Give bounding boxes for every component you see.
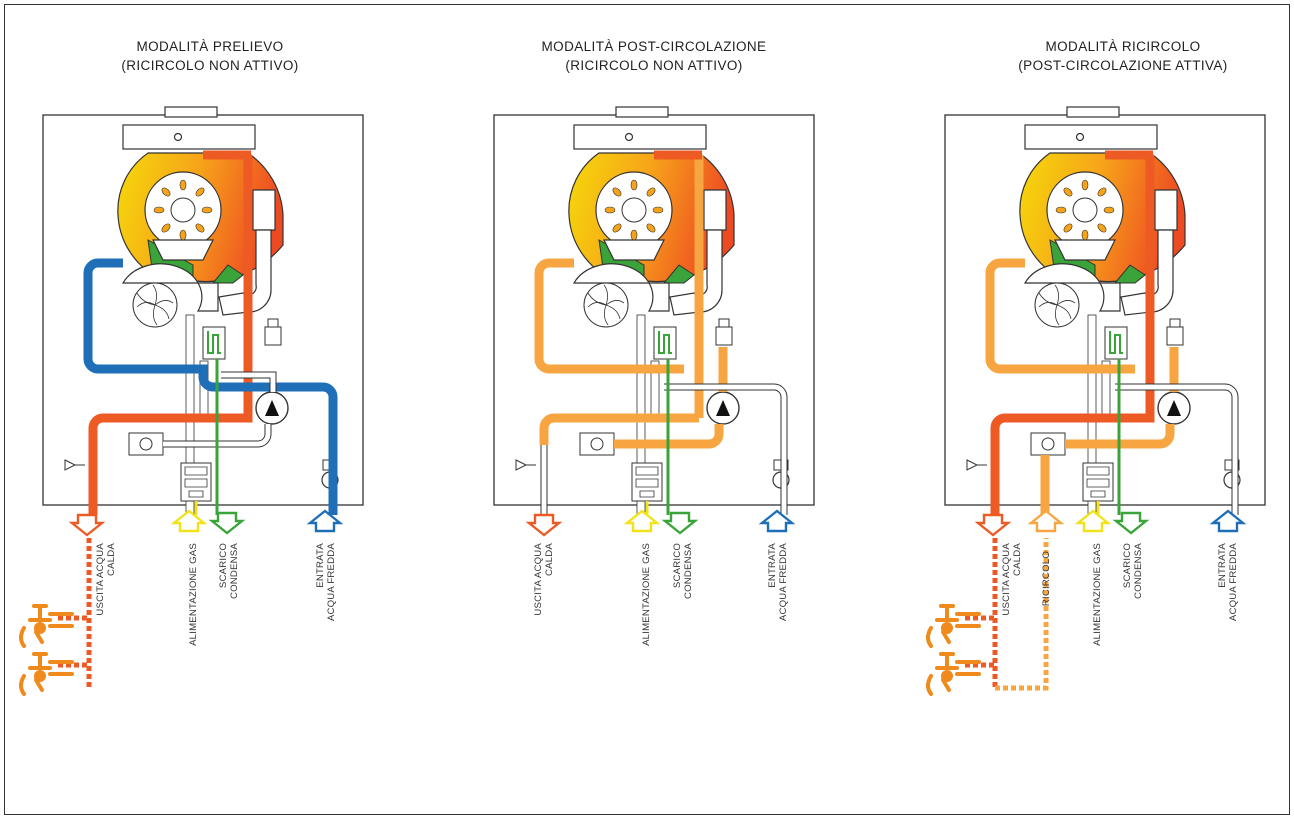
panel-1-cold-inlet-label-1: ENTRATA (315, 543, 326, 588)
panel-3-condensate-label-2: CONDENSA (1133, 543, 1144, 599)
boiler-diagram-1 (43, 107, 363, 515)
panel-3-gas-label: ALIMENTAZIONE GAS (1092, 543, 1103, 646)
panel-1-condensate-label-1: SCARICO (218, 543, 229, 588)
boiler-diagram-2 (494, 107, 814, 515)
panel-2-condensate-label-1: SCARICO (672, 543, 683, 588)
panel-2-hot-outlet-label-1: USCITA ACQUA (533, 543, 544, 616)
panel-3-hot-outlet-label-1: USCITA ACQUA (1001, 543, 1012, 616)
panel-1-condensate-label-2: CONDENSA (229, 543, 240, 599)
panel-2-labels: USCITA ACQUA CALDA ALIMENTAZIONE GAS SCA… (533, 543, 789, 646)
panel-1-cold-inlet-label-2: ACQUA FREDDA (326, 543, 337, 621)
panel-3-cold-inlet-label-1: ENTRATA (1217, 543, 1228, 588)
arrows (72, 511, 1243, 535)
panel-2-gas-label: ALIMENTAZIONE GAS (641, 543, 652, 646)
panel-1-gas-label: ALIMENTAZIONE GAS (188, 543, 199, 646)
panel-3-labels: USCITA ACQUA CALDA RICIRCOLO ALIMENTAZIO… (1001, 543, 1239, 646)
panel-3-recirculation-label: RICIRCOLO (1041, 551, 1052, 606)
panel-3-recirculation-line (928, 538, 1046, 694)
panel-3-hot-outlet-label-2: CALDA (1012, 543, 1023, 576)
panel-2-hot-outlet-label-2: CALDA (544, 543, 555, 576)
panel-1-hot-outlet-label-2: CALDA (106, 543, 117, 576)
panel-1-labels: USCITA ACQUA CALDA ALIMENTAZIONE GAS SCA… (95, 543, 337, 646)
panel-1-hot-water-line (21, 538, 89, 694)
boiler-diagram-3 (945, 107, 1265, 515)
panel-1-hot-outlet-label-1: USCITA ACQUA (95, 543, 106, 616)
panel-2-condensate-label-2: CONDENSA (683, 543, 694, 599)
panel-2-cold-inlet-label-2: ACQUA FREDDA (778, 543, 789, 621)
panel-3-cold-inlet-label-2: ACQUA FREDDA (1228, 543, 1239, 621)
panel-3-condensate-label-1: SCARICO (1122, 543, 1133, 588)
panel-2-cold-inlet-label-1: ENTRATA (767, 543, 778, 588)
